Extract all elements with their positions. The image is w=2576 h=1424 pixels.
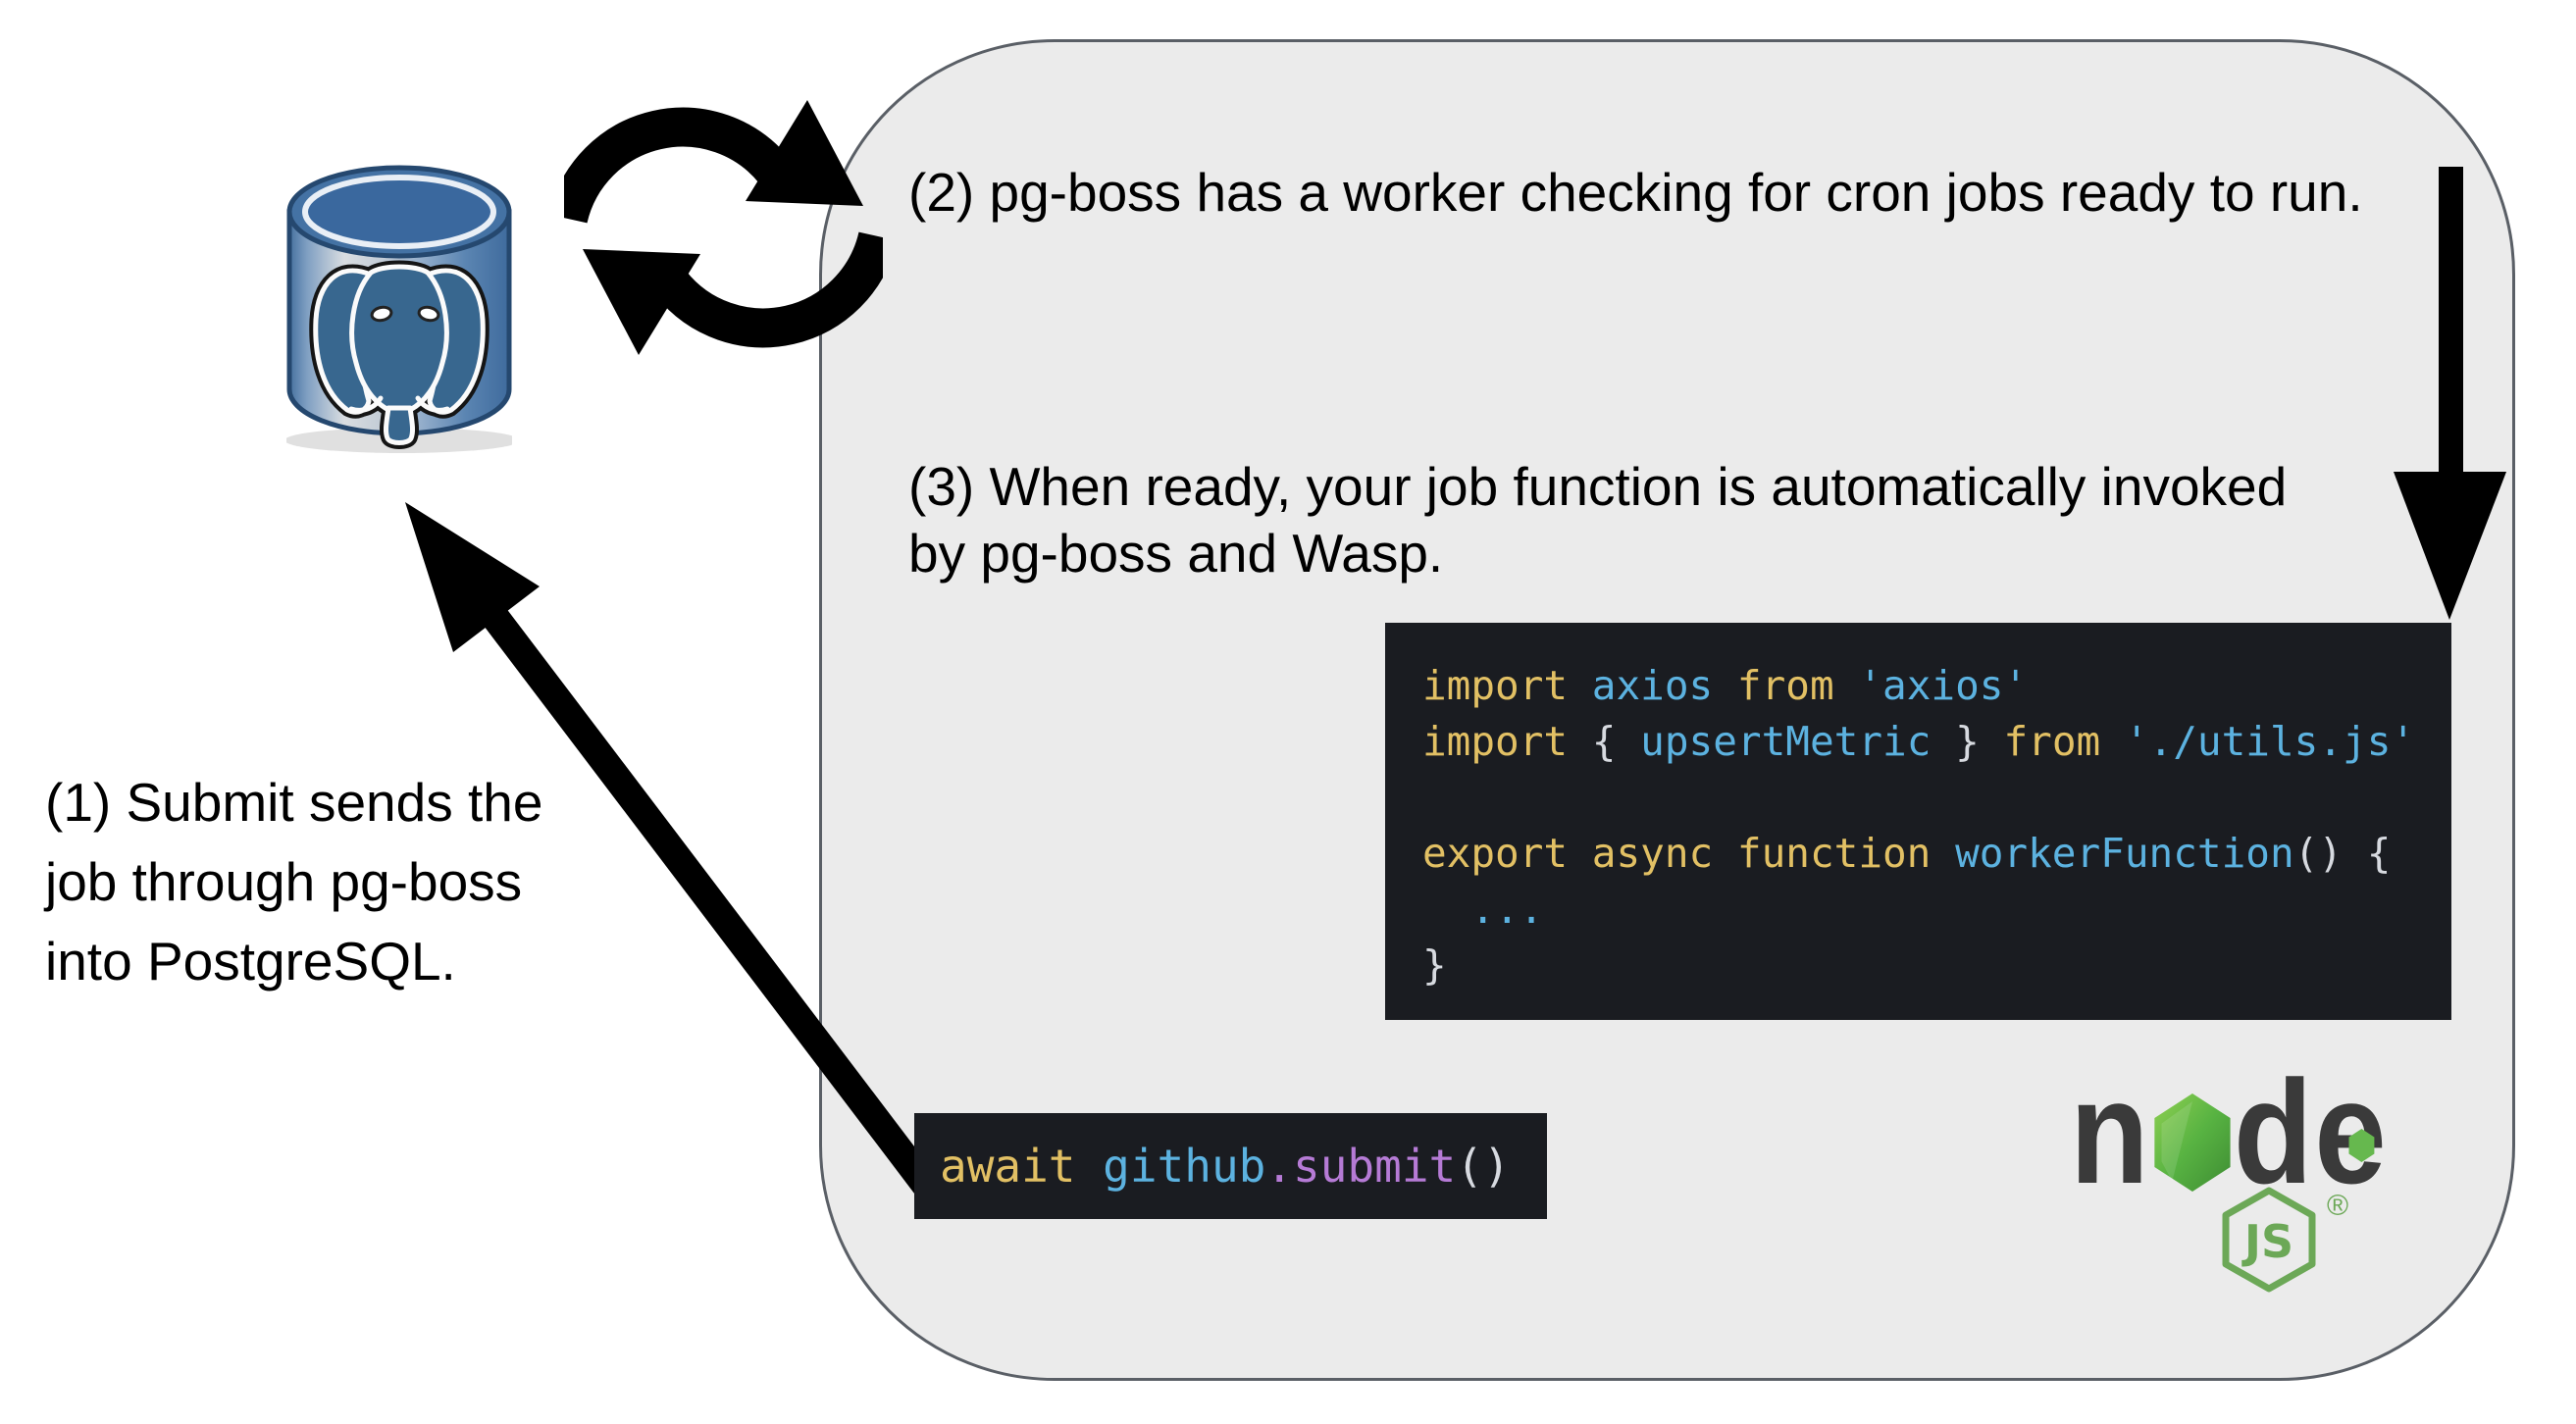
node-letter-e-glyph: e: [2314, 1049, 2389, 1214]
step1-label: (1) Submit sends the job through pg-boss…: [45, 763, 542, 1001]
registered-trademark: ®: [2327, 1190, 2349, 1222]
step3-line2: by pg-boss and Wasp.: [908, 523, 1444, 584]
step1-line1: (1) Submit sends the: [45, 772, 543, 833]
code-token: {: [1591, 718, 1641, 765]
top-arrowhead: [746, 100, 863, 206]
node-letter-e: e: [2314, 1058, 2388, 1205]
code-token: ...: [1422, 886, 1544, 933]
worker-code-block: import axios from 'axios' import { upser…: [1385, 623, 2451, 1020]
arrow-shaft: [485, 610, 942, 1199]
code-token: upsertMetric: [1640, 718, 1932, 765]
code-token: import: [1422, 718, 1592, 765]
arrow-head: [2394, 472, 2506, 620]
bottom-arrowhead: [583, 249, 700, 355]
code-line-blank: [1422, 770, 2432, 826]
sync-arrows-icon: [564, 100, 883, 355]
node-letter-n: n: [2070, 1049, 2151, 1214]
code-token: import: [1422, 662, 1592, 709]
js-hexagon-icon: [2222, 1187, 2316, 1293]
code-token: }: [1422, 941, 1447, 989]
arrow-head: [405, 502, 540, 652]
arrow-to-postgres-icon: [405, 502, 942, 1199]
step3-label: (3) When ready, your job function is aut…: [908, 453, 2287, 586]
code-token: await: [940, 1140, 1104, 1193]
code-line: export async function workerFunction() {: [1422, 826, 2432, 882]
code-token: export async function: [1422, 830, 1956, 877]
code-line: }: [1422, 938, 2432, 993]
code-line: import { upsertMetric } from './utils.js…: [1422, 714, 2432, 770]
code-token: workerFunction: [1955, 830, 2294, 877]
nodejs-wordmark: n de: [2070, 1058, 2388, 1205]
top-arc: [564, 107, 791, 224]
code-token: () {: [2293, 830, 2392, 877]
code-line: ...: [1422, 882, 2432, 938]
node-e-hexagon-icon: [2348, 1129, 2375, 1162]
code-token: axios: [1591, 662, 1714, 709]
code-token: .submit: [1265, 1140, 1457, 1193]
code-token: }: [1931, 718, 2004, 765]
code-line: import axios from 'axios': [1422, 658, 2432, 714]
code-token: from: [2003, 718, 2125, 765]
code-token: from: [1713, 662, 1859, 709]
step1-line3: into PostgreSQL.: [45, 931, 456, 992]
code-token: './utils.js': [2124, 718, 2416, 765]
postgresql-icon: [286, 165, 512, 453]
code-token: 'axios': [1858, 662, 2029, 709]
code-line: await github.submit(): [940, 1140, 1511, 1193]
step3-line1: (3) When ready, your job function is aut…: [908, 456, 2288, 517]
nodejs-logo: n de JS ®: [2060, 1054, 2521, 1348]
code-token: github: [1103, 1140, 1266, 1193]
bottom-arc: [655, 231, 883, 348]
arrow-down-icon: [2394, 167, 2506, 620]
cylinder-rim: [302, 175, 496, 249]
elephant-icon: [309, 260, 489, 449]
node-letter-d: d: [2233, 1049, 2315, 1214]
node-hexagon-icon: [2154, 1093, 2231, 1192]
code-token: (): [1456, 1140, 1511, 1193]
js-text: JS: [2241, 1215, 2293, 1268]
step1-line2: job through pg-boss: [45, 851, 523, 912]
nodejs-js-badge: JS: [2222, 1187, 2316, 1293]
arrow-shaft: [2439, 167, 2463, 476]
submit-code-block: await github.submit(): [914, 1113, 1547, 1219]
step2-label: (2) pg-boss has a worker checking for cr…: [908, 162, 2363, 223]
